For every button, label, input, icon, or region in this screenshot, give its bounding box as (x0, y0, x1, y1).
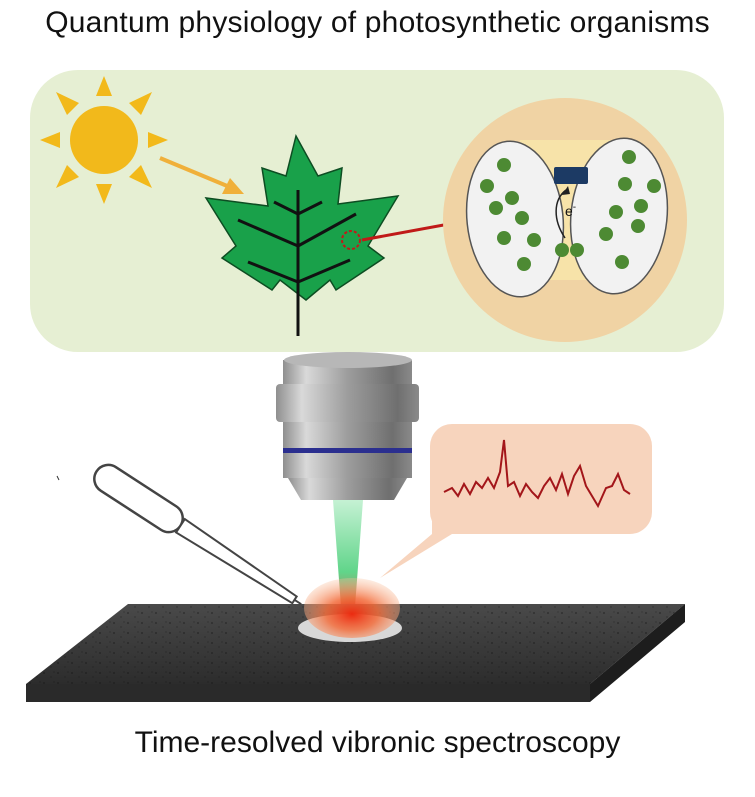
electron-transfer-arrow (555, 189, 567, 239)
electron-label: e- (565, 202, 576, 219)
electron-acceptor (554, 167, 588, 184)
spectrum-callout (380, 424, 652, 578)
laser-spot (304, 578, 400, 638)
sample-slide (26, 604, 685, 702)
figure-title: Quantum physiology of photosynthetic org… (45, 6, 710, 39)
pigment-molecules (480, 150, 661, 271)
figure-caption: Time-resolved vibronic spectroscopy (134, 726, 621, 759)
spectrum-trace (443, 439, 631, 509)
magnified-region-marker (341, 230, 361, 250)
sun-icon (40, 76, 168, 204)
microscope-objective-icon (276, 352, 419, 500)
objective-band (283, 448, 412, 453)
sunlight-arrow (159, 156, 244, 194)
pipette-icon (93, 463, 302, 606)
photosystem-magnified-view: e- (443, 98, 687, 342)
leaf-icon (204, 133, 400, 336)
